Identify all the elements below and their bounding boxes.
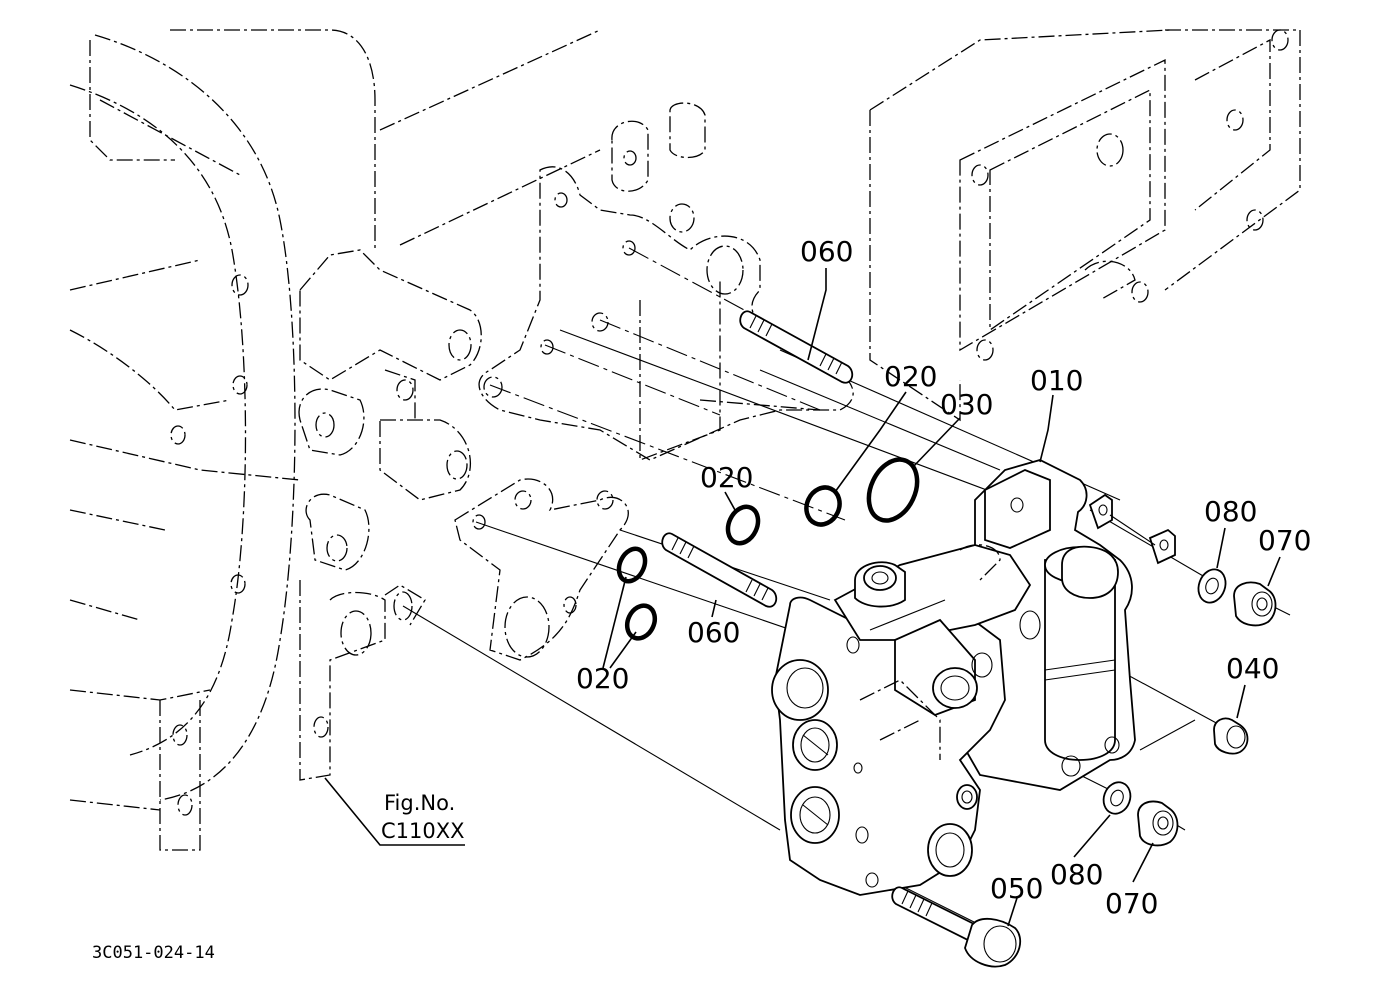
o-ring-020-d [624, 603, 658, 641]
stud-060-middle [661, 532, 778, 608]
callout-020-c: 020 [576, 662, 629, 695]
figure-reference: Fig.No. C110XX 3C051-024-14 [92, 791, 465, 963]
leader-lines [324, 268, 1281, 927]
drawing-code: 3C051-024-14 [92, 943, 215, 963]
nut-070-upper [1233, 581, 1277, 627]
control-valve-010 [771, 459, 1176, 896]
callout-070-bot: 070 [1105, 887, 1158, 920]
transmission-housing-outline [69, 29, 1301, 851]
fig-no-label: Fig.No. [384, 791, 455, 815]
callout-040: 040 [1226, 652, 1279, 685]
nut-070-lower [1137, 800, 1179, 847]
callout-080-top: 080 [1204, 495, 1257, 528]
callout-020-a: 020 [884, 360, 937, 393]
callout-070-top: 070 [1258, 524, 1311, 557]
callout-080-bot: 080 [1050, 858, 1103, 891]
washer-080-lower [1102, 781, 1132, 815]
callout-050: 050 [990, 872, 1043, 905]
callout-020-b: 020 [700, 461, 753, 494]
stud-060-upper [739, 310, 854, 384]
o-ring-020-b [725, 504, 761, 546]
o-ring-020-a [804, 485, 842, 527]
washer-080-upper [1197, 568, 1227, 604]
callout-060-top: 060 [800, 235, 853, 268]
callout-010: 010 [1030, 364, 1083, 397]
plug-040 [1213, 717, 1249, 755]
callout-030: 030 [940, 388, 993, 421]
callout-060-mid: 060 [687, 616, 740, 649]
callout-labels: 060 020 030 010 020 080 070 060 020 040 … [576, 235, 1311, 920]
o-ring-030 [866, 457, 920, 523]
fig-no-value: C110XX [381, 819, 465, 843]
bolt-050 [891, 886, 1022, 968]
